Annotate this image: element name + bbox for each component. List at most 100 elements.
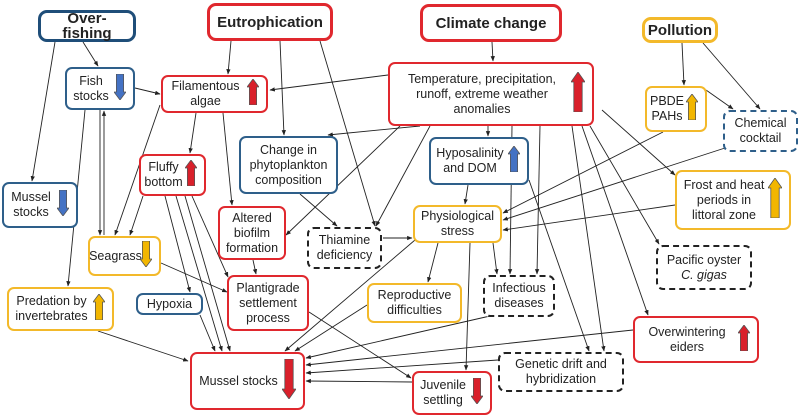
node-reproductive: Reproductive difficulties (367, 283, 462, 323)
node-label: Physiological stress (421, 209, 494, 238)
causal-arrow (226, 40, 232, 75)
causal-arrow (490, 41, 495, 62)
node-hyposalinity: Hyposalinity and DOM (429, 137, 529, 185)
causal-arrow (305, 315, 491, 360)
arrow-down-icon (470, 377, 484, 408)
causal-arrow (129, 195, 144, 236)
node-thiamine: Thiamine deficiency (307, 227, 382, 269)
node-filamentous: Filamentous algae (161, 75, 268, 113)
node-label: Mussel stocks (199, 373, 278, 388)
causal-arrow (188, 112, 197, 154)
driver-overfishing: Over-fishing (38, 10, 136, 42)
node-label: Seagrass (89, 248, 142, 263)
causal-arrow (702, 42, 761, 110)
node-label: Temperature, precipitation, runoff, extr… (408, 71, 556, 116)
causal-arrow (184, 195, 231, 352)
node-label: Juvenile settling (420, 378, 466, 407)
causal-arrow (534, 125, 541, 275)
causal-arrow (705, 89, 734, 110)
node-chemical: Chemical cocktail (723, 110, 798, 152)
node-label: Change in phytoplankton composition (249, 142, 328, 187)
node-label: Overwintering eiders (648, 324, 726, 354)
causal-arrow (279, 40, 286, 136)
causal-arrow (427, 242, 439, 283)
node-plantigrade: Plantigrade settlement process (227, 275, 309, 331)
node-label: Mussel stocks (11, 190, 51, 219)
node-hypoxia: Hypoxia (136, 293, 203, 315)
causal-arrow (492, 242, 499, 275)
node-genetic: Genetic drift and hybridization (498, 352, 624, 392)
node-label: Frost and heat periods in littoral zone (683, 177, 765, 222)
causal-arrow (191, 195, 229, 278)
driver-label: Over-fishing (62, 10, 112, 42)
node-phyto: Change in phytoplankton composition (239, 136, 338, 194)
arrow-up-icon (767, 177, 783, 222)
node-label: Pacific oyster (666, 252, 742, 267)
causal-arrow (222, 112, 234, 206)
causal-arrow (581, 125, 649, 316)
causal-arrow (305, 329, 634, 367)
driver-label: Pollution (647, 21, 713, 39)
causal-arrow (285, 125, 401, 236)
driver-climate: Climate change (420, 4, 562, 42)
arrow-up-icon (507, 145, 521, 176)
node-label: Fluffy bottom (144, 160, 183, 189)
arrow-down-icon (139, 240, 153, 271)
node-label: Hypoxia (146, 296, 193, 311)
node-label: Altered biofilm formation (225, 210, 279, 255)
causal-arrow (252, 259, 258, 275)
arrow-up-icon (246, 78, 260, 109)
causal-arrow (589, 125, 660, 245)
driver-eutrophication: Eutrophication (207, 3, 333, 41)
causal-arrow (82, 41, 99, 67)
node-label: Filamentous algae (171, 79, 240, 108)
causal-arrow (269, 74, 389, 92)
node-label: Chemical cocktail (734, 116, 787, 145)
causal-arrow (502, 147, 726, 221)
causal-arrow (305, 378, 413, 384)
causal-arrow (601, 109, 676, 176)
node-label: Plantigrade settlement process (236, 280, 300, 325)
node-label: Predation by invertebrates (15, 294, 88, 323)
node-predation: Predation by invertebrates (7, 287, 114, 331)
node-label: Infectious diseases (492, 281, 546, 310)
causal-arrow (134, 87, 161, 95)
causal-arrow (327, 125, 421, 137)
causal-arrow (305, 359, 499, 375)
causal-arrow (160, 262, 228, 293)
causal-arrow (571, 125, 606, 352)
species-name: C. gigas (681, 267, 727, 282)
node-eiders: Overwintering eiders (633, 316, 759, 363)
causal-arrow (284, 239, 416, 352)
driver-pollution: Pollution (642, 17, 718, 43)
node-juvenile: Juvenile settling (412, 371, 492, 415)
causal-arrow (97, 330, 189, 362)
arrow-up-icon (184, 159, 198, 190)
node-label: Fish stocks (73, 73, 109, 103)
causal-arrow (175, 195, 223, 352)
node-label: Genetic drift and hybridization (515, 357, 607, 386)
arrow-up-icon (737, 323, 751, 355)
causal-arrow (375, 125, 431, 227)
node-pbde: PBDE PAHs (645, 86, 707, 132)
node-mussel-main: Mussel stocks (190, 352, 305, 410)
node-temperature: Temperature, precipitation, runoff, extr… (388, 62, 594, 126)
causal-arrow (463, 242, 471, 371)
causal-arrow (294, 304, 368, 352)
node-infectious: Infectious diseases (483, 275, 555, 317)
node-seagrass: Seagrass (88, 236, 161, 276)
causal-arrow (164, 195, 191, 293)
node-label: Thiamine deficiency (316, 233, 373, 262)
arrow-up-icon (570, 71, 586, 116)
arrow-up-icon (685, 93, 699, 124)
driver-label: Climate change (435, 14, 547, 32)
arrow-up-icon (92, 293, 106, 324)
node-label: PBDE PAHs (649, 94, 685, 123)
node-frost: Frost and heat periods in littoral zone (675, 170, 791, 230)
causal-arrow (30, 41, 56, 182)
arrow-down-icon (56, 189, 70, 220)
causal-arrow (199, 314, 216, 352)
